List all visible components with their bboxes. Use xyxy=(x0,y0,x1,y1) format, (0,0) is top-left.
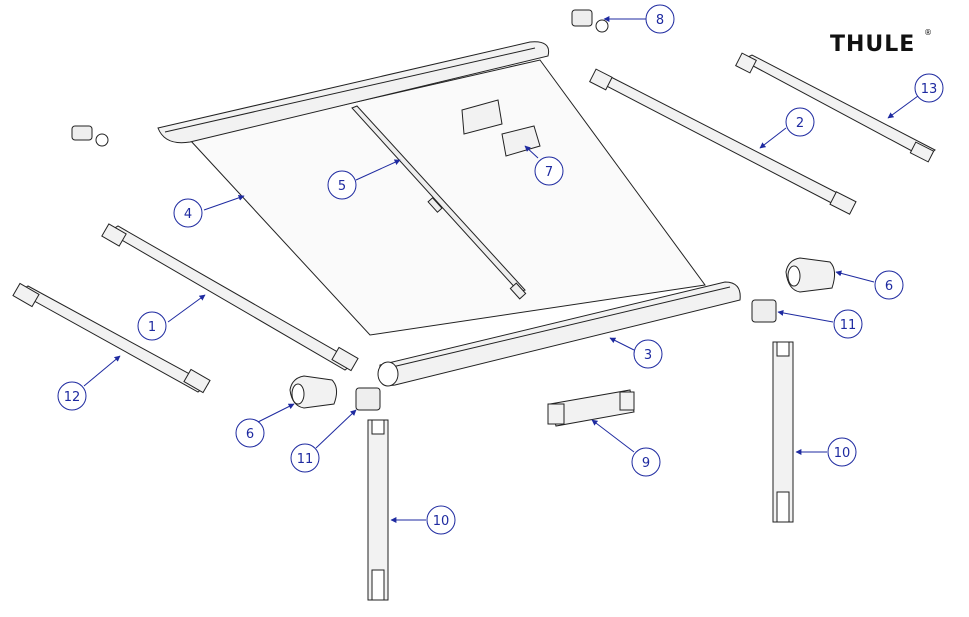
callout-5-label: 5 xyxy=(338,179,346,194)
callout-6-right: 6 xyxy=(835,270,904,300)
awning-fabric xyxy=(189,59,706,336)
screw-top xyxy=(571,9,609,33)
callout-9-label: 9 xyxy=(642,456,650,471)
callout-3-label: 3 xyxy=(644,348,652,363)
clip-left xyxy=(355,387,381,411)
end-cap-right xyxy=(785,257,836,293)
cassette-top-profile xyxy=(157,41,550,144)
callout-7: 7 xyxy=(524,145,564,186)
callout-1: 1 xyxy=(137,294,206,341)
leg-left xyxy=(367,419,389,601)
arm-left xyxy=(101,223,359,372)
tension-rod xyxy=(351,105,527,300)
callout-10-left: 10 xyxy=(390,505,456,535)
callout-10-left-label: 10 xyxy=(433,514,450,529)
callout-11-right-label: 11 xyxy=(840,318,857,333)
callout-12: 12 xyxy=(57,355,121,411)
callout-7-label: 7 xyxy=(545,165,553,180)
callout-2: 2 xyxy=(759,107,815,149)
arm-right xyxy=(589,68,857,215)
clip-right xyxy=(751,299,777,323)
arm-far-right xyxy=(735,52,936,163)
callout-8: 8 xyxy=(603,4,675,34)
callout-4-label: 4 xyxy=(184,207,192,222)
leg-right xyxy=(772,341,794,523)
support-bracket xyxy=(547,389,635,427)
arm-far-left xyxy=(12,282,211,394)
callout-1-label: 1 xyxy=(148,320,156,335)
screw-left xyxy=(71,125,109,147)
brand-logo: THULE xyxy=(830,32,916,57)
callout-6-left-label: 6 xyxy=(246,427,254,442)
callout-3: 3 xyxy=(609,337,663,369)
callout-6-left: 6 xyxy=(235,403,295,448)
callout-8-label: 8 xyxy=(656,13,664,28)
callout-6-right-label: 6 xyxy=(885,279,893,294)
callout-12-label: 12 xyxy=(64,390,81,405)
callout-9: 9 xyxy=(591,419,661,477)
callout-11-right: 11 xyxy=(777,309,863,339)
callout-4: 4 xyxy=(173,194,245,228)
trademark-symbol: ® xyxy=(924,28,932,37)
callout-13-label: 13 xyxy=(921,82,938,97)
callout-10-right: 10 xyxy=(795,437,857,467)
callout-2-label: 2 xyxy=(796,116,804,131)
end-cap-left xyxy=(289,375,338,409)
front-profile xyxy=(377,281,741,387)
callout-11-left: 11 xyxy=(290,409,357,473)
callout-11-left-label: 11 xyxy=(297,452,314,467)
callout-10-right-label: 10 xyxy=(834,446,851,461)
callout-13: 13 xyxy=(887,73,944,119)
callout-5: 5 xyxy=(327,159,401,200)
